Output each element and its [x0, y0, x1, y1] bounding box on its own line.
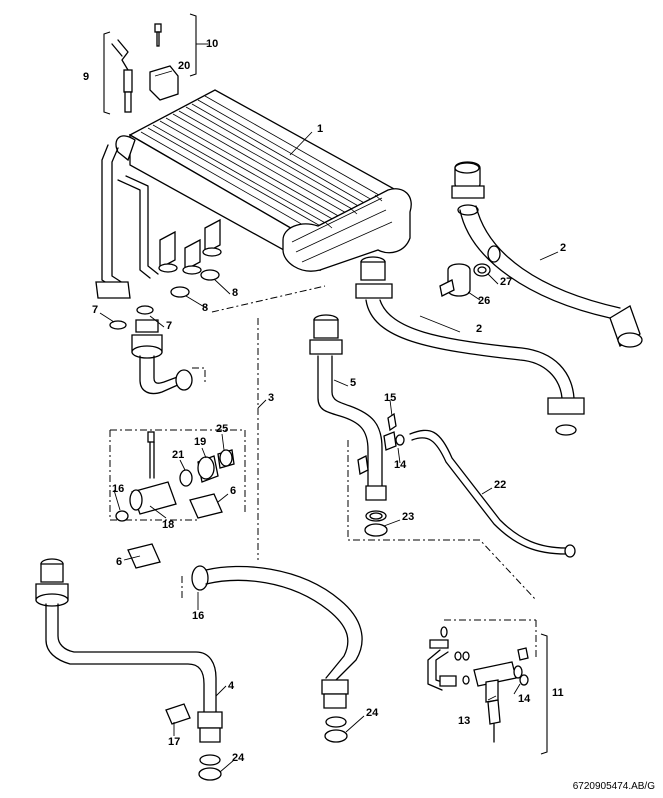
callout-1: 1	[317, 123, 324, 135]
callout-16: 16	[192, 610, 205, 622]
callout-6: 6	[116, 556, 123, 568]
callout-15: 15	[384, 392, 397, 404]
callout-17: 17	[168, 736, 181, 748]
callout-20: 20	[178, 60, 191, 72]
pipe-4-assembly	[35, 558, 223, 781]
callout-14: 14	[394, 459, 407, 471]
callout-18: 18	[162, 519, 175, 531]
callout-19: 19	[194, 436, 207, 448]
callout-24: 24	[232, 752, 245, 764]
callout-10: 10	[206, 38, 219, 50]
callout-24: 24	[366, 707, 379, 719]
callout-2: 2	[476, 323, 483, 335]
drawing-reference-code: 6720905474.AB/G	[572, 781, 655, 792]
pipe-2-lower	[355, 256, 585, 436]
callout-23: 23	[402, 511, 415, 523]
callout-26: 26	[478, 295, 491, 307]
callout-13: 13	[458, 715, 471, 727]
callout-6: 6	[230, 485, 237, 497]
pipe-2-upper	[451, 161, 643, 348]
callout-14: 14	[518, 693, 531, 705]
callout-2: 2	[560, 242, 567, 254]
callout-21: 21	[172, 449, 185, 461]
callout-7: 7	[92, 304, 99, 316]
pipe-5-assembly	[309, 314, 405, 537]
callout-16: 16	[112, 483, 125, 495]
callout-4: 4	[228, 680, 235, 692]
heat-exchanger	[115, 89, 412, 275]
callout-11: 11	[552, 687, 564, 699]
callout-8: 8	[202, 302, 209, 314]
callout-3: 3	[268, 392, 275, 404]
callout-27: 27	[500, 276, 513, 288]
callout-9: 9	[83, 71, 90, 83]
callout-8: 8	[232, 287, 239, 299]
callout-7: 7	[166, 320, 173, 332]
callout-22: 22	[494, 479, 507, 491]
pipe-3-assembly	[131, 319, 193, 395]
callout-5: 5	[350, 377, 357, 389]
callout-25: 25	[216, 423, 229, 435]
